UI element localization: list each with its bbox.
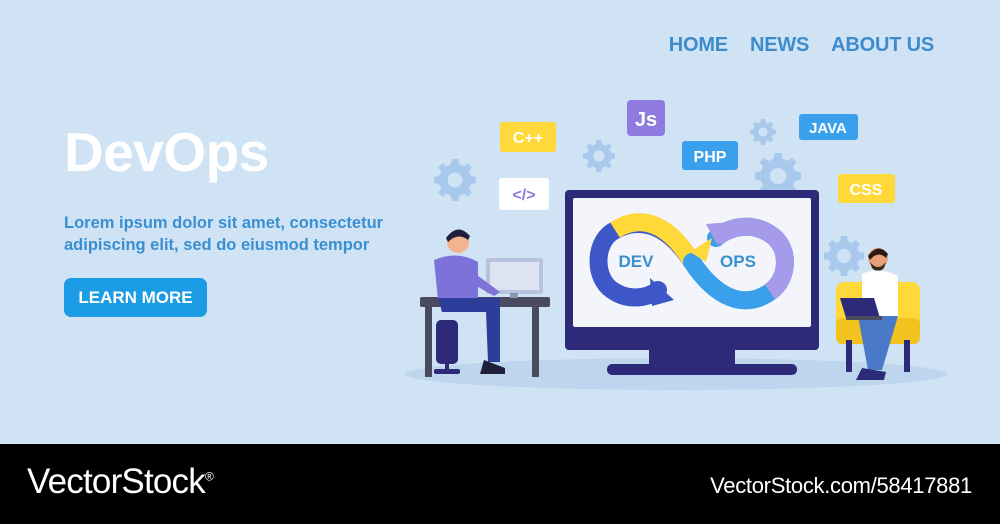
gear-icon — [583, 140, 615, 172]
hero-description: Lorem ipsum dolor sit amet, consectetur … — [64, 214, 384, 254]
code-icon: </> — [512, 187, 535, 204]
brand-name: VectorStock — [27, 462, 206, 501]
devops-illustration: C++ Js PHP JAVA CSS </> DEV OPS — [404, 100, 948, 390]
page-title: DevOps — [64, 121, 269, 183]
gear-icon — [755, 153, 801, 199]
nav-home[interactable]: HOME — [668, 34, 728, 56]
devops-infinity-icon: DEV OPS — [589, 213, 794, 310]
registered-mark: ® — [204, 469, 214, 484]
vectorstock-logo: VectorStock® — [27, 462, 214, 502]
tag-js-label: Js — [635, 109, 657, 131]
tag-php-label: PHP — [694, 149, 727, 166]
gear-icon — [750, 119, 776, 145]
tag-cpp — [500, 122, 556, 152]
nav-about-us[interactable]: ABOUT US — [831, 34, 934, 56]
top-nav: HOME NEWS ABOUT US — [669, 34, 934, 57]
tag-php — [682, 141, 738, 170]
tag-cpp-label: C++ — [513, 130, 543, 147]
tag-java — [799, 114, 858, 140]
image-id: VectorStock.com/58417881 — [710, 473, 972, 498]
dev-label: DEV — [619, 252, 655, 271]
gear-icon — [434, 159, 476, 201]
learn-more-button[interactable]: LEARN MORE — [64, 278, 207, 317]
ops-label: OPS — [720, 252, 756, 271]
hero-banner: HOME NEWS ABOUT US DevOps Lorem ipsum do… — [0, 0, 1000, 444]
developer-at-desk — [420, 229, 550, 377]
tag-js — [627, 100, 665, 136]
footer-bar — [0, 444, 1000, 524]
tag-css-label: CSS — [850, 182, 883, 199]
tag-css — [838, 174, 895, 203]
tag-java-label: JAVA — [809, 120, 847, 137]
developer-with-laptop — [836, 248, 920, 380]
nav-news[interactable]: NEWS — [749, 34, 810, 56]
tag-code — [499, 178, 549, 210]
gear-icon — [824, 236, 864, 276]
